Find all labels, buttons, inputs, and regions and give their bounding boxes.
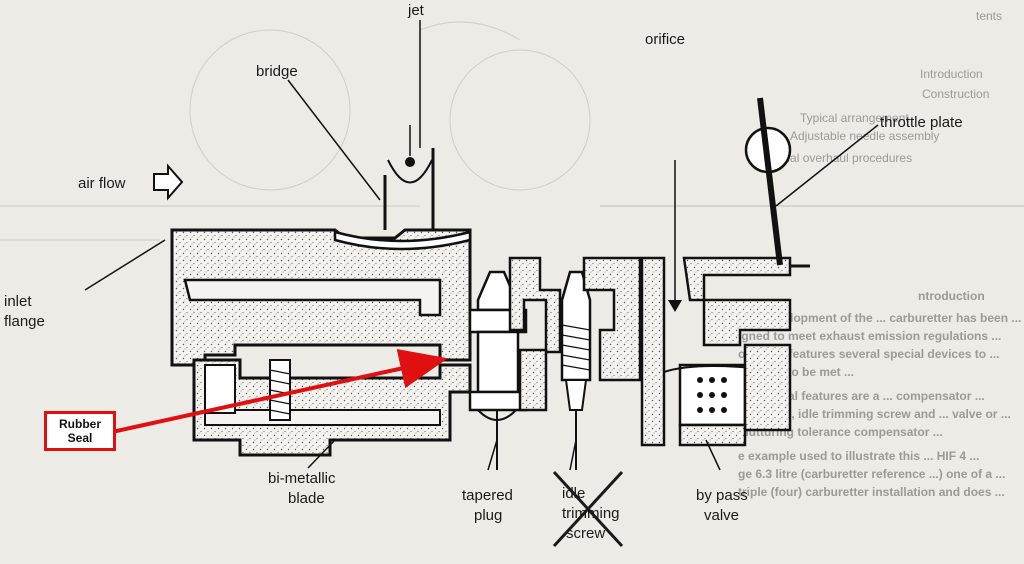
bimetallic-blade-label-1: bi-metallic (268, 470, 336, 487)
jet-label: jet (407, 2, 425, 19)
rubber-seal-callout: Rubber Seal (44, 411, 116, 451)
carburetter-body (170, 228, 472, 457)
tapered-plug-label-1: tapered (462, 487, 513, 504)
leader-lines (84, 20, 879, 471)
rubber-seal-line-2: Seal (67, 431, 93, 445)
bypass-valve-body (640, 160, 792, 447)
air-flow-arrow-icon (153, 163, 184, 201)
background-sketch (0, 21, 591, 241)
svg-text:e principal features are a ...: e principal features are a ... compensat… (738, 389, 985, 403)
inlet-flange-label-1: inlet (4, 293, 32, 310)
contents-heading: tents (976, 9, 1002, 23)
tapered-plug-label-2: plug (474, 507, 502, 524)
svg-text:e example used to illustrate t: e example used to illustrate this ... HI… (738, 449, 979, 463)
bypass-valve-label-2: valve (704, 507, 739, 524)
bimetallic-blade-label-2: blade (288, 490, 325, 507)
idle-screw-housing (508, 256, 642, 470)
svg-text:ass valve, idle trimming screw: ass valve, idle trimming screw and ... v… (738, 407, 1011, 421)
contents-item: Introduction (920, 67, 983, 81)
orifice-label: orifice (645, 31, 685, 48)
throttle-plate-label: throttle plate (880, 114, 963, 131)
bridge-label: bridge (256, 63, 298, 80)
rubber-seal-line-1: Rubber (59, 417, 101, 431)
svg-text:igned to meet exhaust emission: igned to meet exhaust emission regulatio… (738, 329, 1001, 343)
svg-text:The development of the ... car: The development of the ... carburetter h… (738, 311, 1021, 325)
svg-text:triple (four) carburetter inst: triple (four) carburetter installation a… (738, 485, 1005, 499)
idle-screw-label-3: screw (566, 525, 605, 542)
svg-text:ordingly features several spec: ordingly features several special device… (738, 347, 999, 361)
inlet-flange-label-2: flange (4, 313, 45, 330)
air-flow-label: air flow (78, 175, 126, 192)
contents-item: Typical arrangement (800, 111, 909, 125)
svg-text:ge 6.3 litre (carburetter refe: ge 6.3 litre (carburetter reference ...)… (738, 467, 1005, 481)
throttle-plate-shape (744, 97, 810, 268)
background-body-text: The development of the ... carburetter h… (738, 311, 1021, 499)
contents-item: Construction (922, 87, 989, 101)
cross-out-mark-icon (552, 470, 624, 548)
section-heading: ntroduction (918, 289, 985, 303)
bridge-shape (333, 125, 472, 251)
rubber-seal-arrow (111, 349, 448, 434)
bypass-valve-label-1: by pass (696, 487, 748, 504)
